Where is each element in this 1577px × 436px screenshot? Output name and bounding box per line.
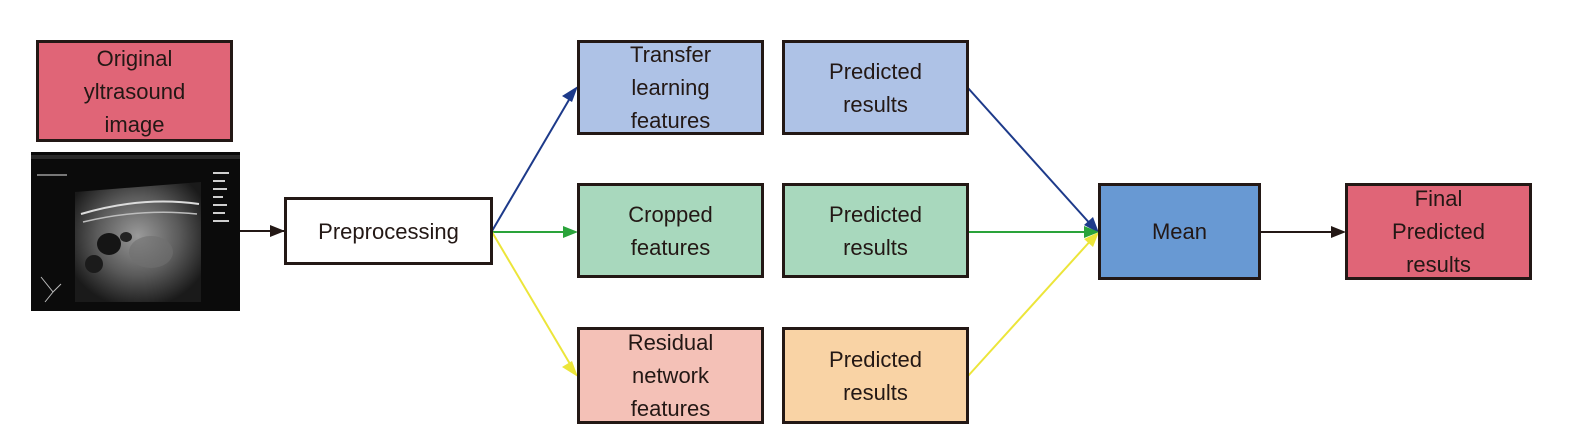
original-image-node: Original yltrasound image [36, 40, 233, 142]
final-predicted-results-node: Final Predicted results [1345, 183, 1532, 280]
arrowhead-preprocessing-to-cropped [563, 226, 578, 238]
ultrasound-image [31, 152, 240, 311]
predicted-results-node-1: Predicted results [782, 40, 969, 135]
arrowhead-mean-to-final [1331, 226, 1346, 238]
arrow-pred1-to-mean [967, 87, 1094, 228]
final-predicted-results-label: Final Predicted results [1392, 186, 1485, 277]
mean-node: Mean [1098, 183, 1261, 280]
predicted-results-label-1: Predicted results [829, 58, 922, 117]
cropped-features-node: Cropped features [577, 183, 764, 278]
predicted-results-node-3: Predicted results [782, 327, 969, 424]
original-image-label: Original yltrasound image [83, 45, 186, 137]
arrow-preprocessing-to-transfer [491, 92, 574, 232]
transfer-learning-features-label: Transfer learning features [629, 42, 712, 133]
cropped-features-label: Cropped features [628, 201, 713, 260]
predicted-results-label-3: Predicted results [829, 346, 922, 405]
arrowhead-pred2-to-mean [1084, 226, 1099, 238]
residual-network-features-node: Residual network features [577, 327, 764, 424]
transfer-learning-features-node: Transfer learning features [577, 40, 764, 135]
arrowhead-pred1-to-mean [1084, 217, 1099, 233]
preprocessing-node: Preprocessing [284, 197, 493, 265]
predicted-results-node-2: Predicted results [782, 183, 969, 278]
residual-network-features-label: Residual network features [627, 330, 714, 421]
arrow-pred3-to-mean [967, 237, 1094, 377]
arrowhead-preprocessing-to-transfer [562, 86, 578, 102]
predicted-results-label-2: Predicted results [829, 201, 922, 260]
mean-label: Mean [1151, 219, 1208, 244]
arrowhead-pred3-to-mean [1084, 232, 1099, 247]
arrowhead-image-to-preprocessing [270, 225, 285, 237]
arrow-preprocessing-to-residual [491, 231, 574, 370]
preprocessing-label: Preprocessing [318, 218, 459, 244]
arrowhead-preprocessing-to-residual [562, 361, 578, 377]
